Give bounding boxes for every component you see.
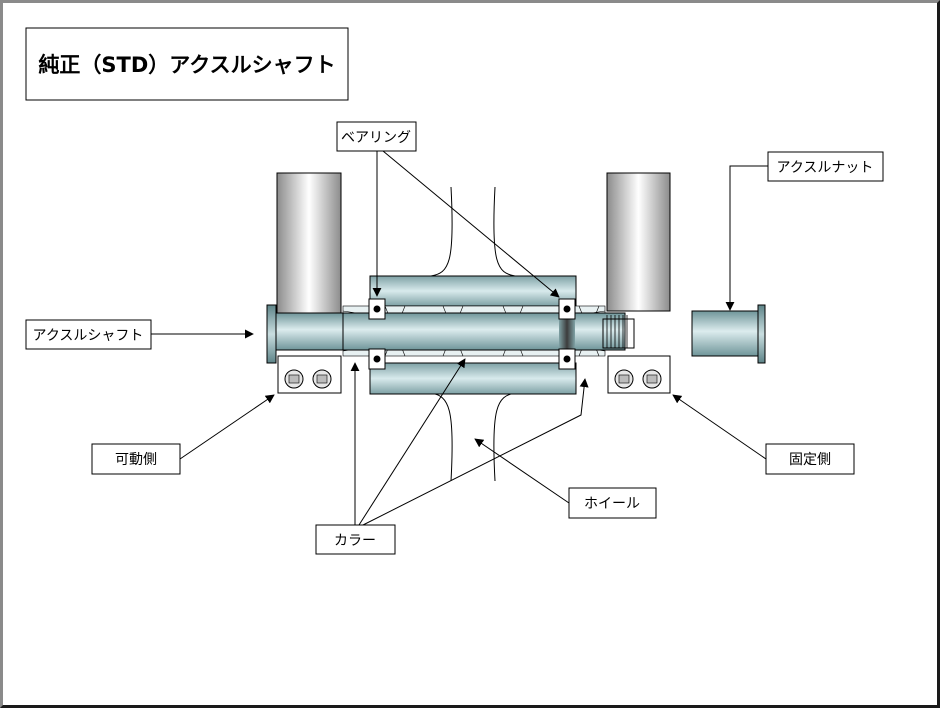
- bearing-bottom-left: [368, 348, 386, 370]
- diagram-title: 純正（STD）アクスルシャフト: [38, 53, 335, 77]
- label-movable-side-text: 可動側: [115, 452, 157, 468]
- label-fixed-side-text: 固定側: [789, 452, 831, 468]
- label-wheel-text: ホイール: [584, 496, 640, 512]
- shaft-thread: [606, 315, 628, 348]
- left-fork-leg: [276, 172, 342, 314]
- label-bearing-text: ベアリング: [341, 130, 411, 146]
- label-collar: カラー: [315, 524, 396, 555]
- label-movable-side: 可動側: [91, 443, 181, 475]
- left-axle-clamp: [277, 355, 342, 394]
- axle-diagram: 純正（STD）アクスルシャフト: [25, 27, 884, 555]
- bearing-bottom-right: [558, 348, 576, 370]
- label-collar-text: カラー: [334, 533, 376, 549]
- bearing-top-right: [558, 298, 576, 320]
- label-wheel: ホイール: [568, 487, 657, 519]
- leader-lines: [151, 150, 768, 526]
- hub-bottom: [369, 362, 577, 395]
- shaft-groove: [559, 313, 575, 350]
- label-axle-shaft-text: アクスルシャフト: [33, 328, 144, 344]
- bearing-top-left: [368, 298, 386, 320]
- right-axle-clamp: [607, 355, 671, 394]
- axle-shaft-head: [266, 304, 277, 364]
- axle-nut: [691, 304, 766, 364]
- hub-top: [369, 275, 577, 307]
- label-axle-nut-text: アクスルナット: [777, 160, 874, 176]
- label-axle-shaft: アクスルシャフト: [25, 319, 152, 350]
- label-fixed-side: 固定側: [765, 443, 855, 475]
- label-bearing: ベアリング: [336, 121, 417, 152]
- label-axle-nut: アクスルナット: [767, 151, 884, 182]
- title-box: 純正（STD）アクスルシャフト: [25, 27, 349, 101]
- right-fork-leg: [606, 172, 671, 312]
